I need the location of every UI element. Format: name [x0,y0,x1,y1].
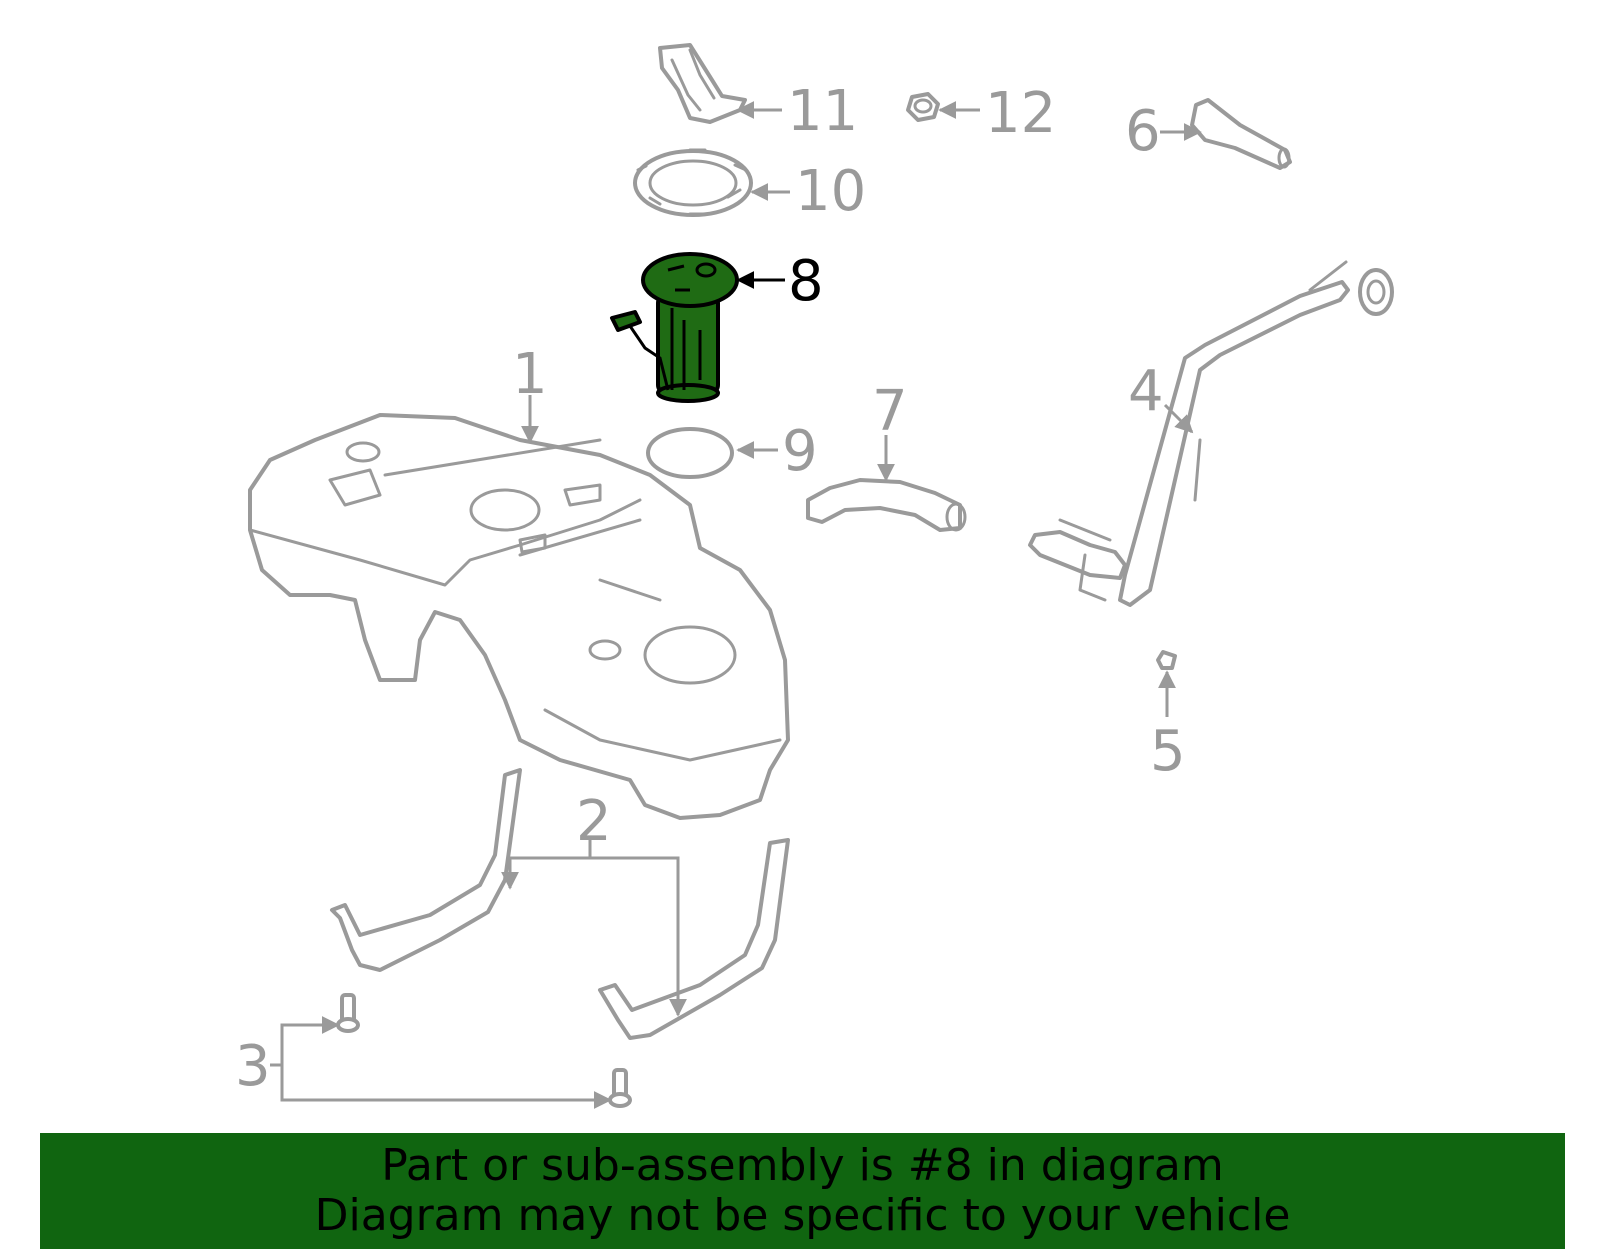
callout-4-leader [1163,403,1194,434]
seal-ring-part[interactable] [646,427,734,479]
callout-12-label: 12 [985,81,1056,146]
banner-line-2: Diagram may not be specific to your vehi… [314,1190,1291,1241]
tank-straps-part[interactable] [330,768,790,1040]
callout-3-label: 3 [235,1034,271,1099]
bracket-part[interactable] [658,43,747,124]
callout-9-label: 9 [782,419,818,484]
callout-2-leader-left [501,856,590,890]
vent-hose-part[interactable] [1190,98,1292,170]
callout-11-label: 11 [787,79,858,144]
callout-6-label: 6 [1125,99,1161,164]
callout-2-leader-right [590,856,687,1017]
hose-part[interactable] [806,478,967,532]
callout-7-label: 7 [872,379,908,444]
strap-bolt-left-part[interactable] [336,993,360,1033]
callout-8-label: 8 [788,249,824,314]
filler-pipe-part[interactable] [1028,260,1394,607]
callout-3-leader-upper [280,1016,340,1065]
lock-ring-part[interactable] [633,148,753,217]
clip-part[interactable] [1156,650,1177,670]
callout-10-label: 10 [795,159,866,224]
callout-1-label: 1 [512,342,548,407]
fuel-pump-module-part[interactable] [610,252,739,403]
callout-3-leader-lower [280,1065,612,1109]
strap-bolt-right-part[interactable] [608,1068,632,1108]
banner-line-1: Part or sub-assembly is #8 in diagram [381,1140,1224,1191]
fuel-tank-part[interactable] [248,413,790,820]
callout-5-label: 5 [1150,719,1186,784]
info-banner: Part or sub-assembly is #8 in diagram Di… [40,1133,1565,1249]
callout-2-label: 2 [576,789,612,854]
callout-4-label: 4 [1128,359,1164,424]
nut-part[interactable] [906,92,940,122]
